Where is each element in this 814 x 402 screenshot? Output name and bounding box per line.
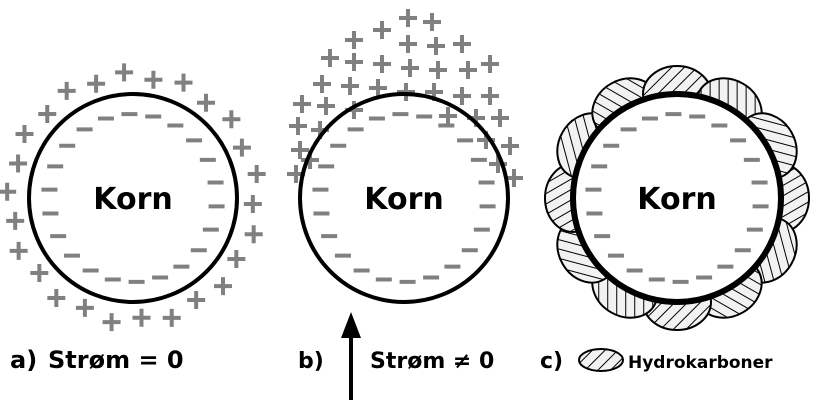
caption-c-letter: c) xyxy=(540,349,563,374)
counter-ion-cloud-b xyxy=(287,9,523,187)
plus-charge xyxy=(247,164,266,183)
plus-charge xyxy=(345,53,363,71)
plus-charge xyxy=(9,241,28,260)
plus-charge xyxy=(439,107,457,125)
plus-charge xyxy=(423,13,441,31)
plus-charge xyxy=(397,83,415,101)
panel-b-nonzero-current: Korn xyxy=(287,9,523,400)
plus-charge xyxy=(187,291,206,310)
plus-charge xyxy=(373,21,391,39)
plus-charge xyxy=(222,110,241,129)
grain-label-c: Korn xyxy=(637,182,716,217)
caption-b-letter: b) xyxy=(298,349,324,374)
plus-charge xyxy=(481,87,499,105)
plus-charge xyxy=(6,211,25,230)
plus-charge xyxy=(197,93,216,112)
plus-charge xyxy=(341,77,359,95)
surface-charges-b xyxy=(312,112,496,284)
plus-charge xyxy=(453,35,471,53)
plus-charge xyxy=(214,277,233,296)
plus-charge xyxy=(38,105,57,124)
plus-charge xyxy=(244,225,263,244)
caption-c-text: Hydrokarboner xyxy=(628,353,773,373)
plus-charge xyxy=(57,81,76,100)
plus-charge xyxy=(30,263,49,282)
plus-charge xyxy=(227,250,246,269)
hydrocarbon-droplet-icon xyxy=(578,348,624,372)
caption-a-letter: a) xyxy=(10,346,37,374)
grain-circle-a xyxy=(27,92,239,304)
plus-charge xyxy=(321,49,339,67)
surface-charges-a xyxy=(41,112,225,284)
plus-charge xyxy=(243,194,262,213)
plus-charge xyxy=(293,95,311,113)
panel-c-hydrocarbons: Korn xyxy=(544,65,810,331)
plus-charge xyxy=(9,154,28,173)
grain-circle-b xyxy=(298,92,510,304)
plus-charge xyxy=(0,182,17,201)
plus-charge xyxy=(102,313,121,332)
grain-label-b: Korn xyxy=(364,182,443,217)
plus-charge xyxy=(87,74,106,93)
plus-charge xyxy=(453,87,471,105)
panel-a-zero-current: Korn xyxy=(0,63,266,332)
counter-ion-cloud-a xyxy=(0,63,266,332)
plus-charge xyxy=(373,55,391,73)
plus-charge xyxy=(369,79,387,97)
plus-charge xyxy=(232,138,251,157)
grain-label-a: Korn xyxy=(93,182,172,217)
plus-charge xyxy=(291,141,309,159)
plus-charge xyxy=(345,31,363,49)
grain-circle-c xyxy=(570,91,784,305)
plus-charge xyxy=(132,308,151,327)
plus-charge xyxy=(47,288,66,307)
plus-charge xyxy=(427,37,445,55)
plus-charge xyxy=(491,109,509,127)
plus-charge xyxy=(459,61,477,79)
current-arrow-icon xyxy=(341,312,361,400)
plus-charge xyxy=(399,35,417,53)
plus-charge xyxy=(75,298,94,317)
plus-charge xyxy=(144,70,163,89)
plus-charge xyxy=(174,73,193,92)
plus-charge xyxy=(429,61,447,79)
caption-a-text: Strøm = 0 xyxy=(48,346,184,374)
plus-charge xyxy=(481,55,499,73)
plus-charge xyxy=(501,137,519,155)
plus-charge xyxy=(162,308,181,327)
caption-b-text: Strøm ≠ 0 xyxy=(370,349,494,374)
plus-charge xyxy=(115,63,134,82)
plus-charge xyxy=(289,117,307,135)
surface-charges-c xyxy=(585,112,769,284)
plus-charge xyxy=(401,59,419,77)
plus-charge xyxy=(399,9,417,27)
plus-charge xyxy=(15,124,34,143)
plus-charge xyxy=(317,97,335,115)
plus-charge xyxy=(313,75,331,93)
